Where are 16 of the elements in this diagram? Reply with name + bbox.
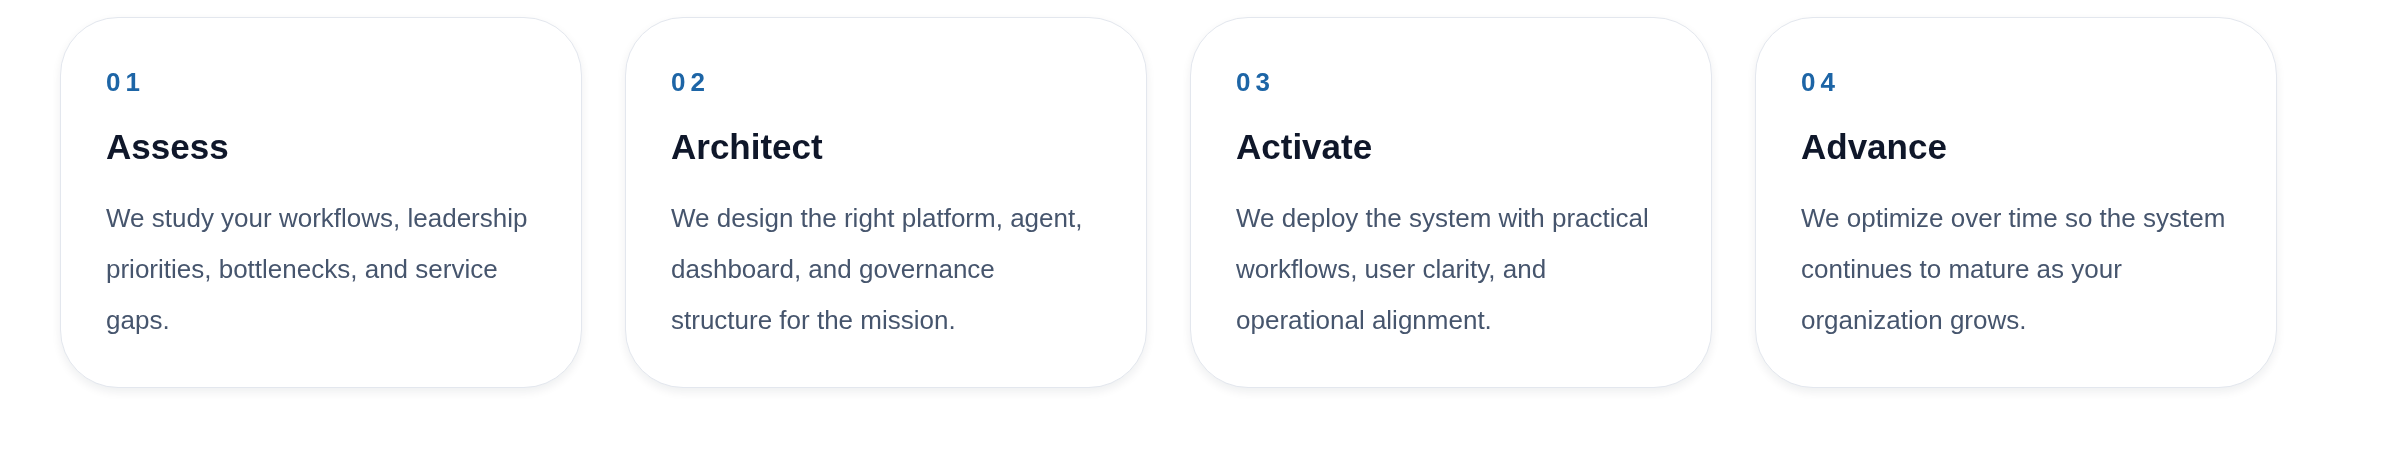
step-number: 04: [1801, 67, 1840, 97]
step-card: [60, 17, 582, 388]
step-number: 03: [1236, 67, 1275, 97]
step-card: [1755, 17, 2277, 388]
step-description: We design the right platform, agent, dashboard, and governance structure for the mission.: [671, 202, 1084, 337]
step-title: Advance: [1801, 126, 1947, 168]
step-description: We optimize over time so the system continues to mature as your organization grows.: [1801, 202, 2227, 337]
step-title: Assess: [106, 126, 229, 168]
step-number: 02: [671, 67, 710, 97]
step-title: Architect: [671, 126, 823, 168]
step-description: We study your workflows, leadership priorities, bottlenecks, and service gaps.: [106, 202, 529, 337]
step-card: [1190, 17, 1712, 388]
step-description: We deploy the system with practical workflows, user clarity, and operational alignment.: [1236, 202, 1650, 337]
step-title: Activate: [1236, 126, 1373, 168]
step-number: 01: [106, 67, 145, 97]
step-card: [625, 17, 1147, 388]
